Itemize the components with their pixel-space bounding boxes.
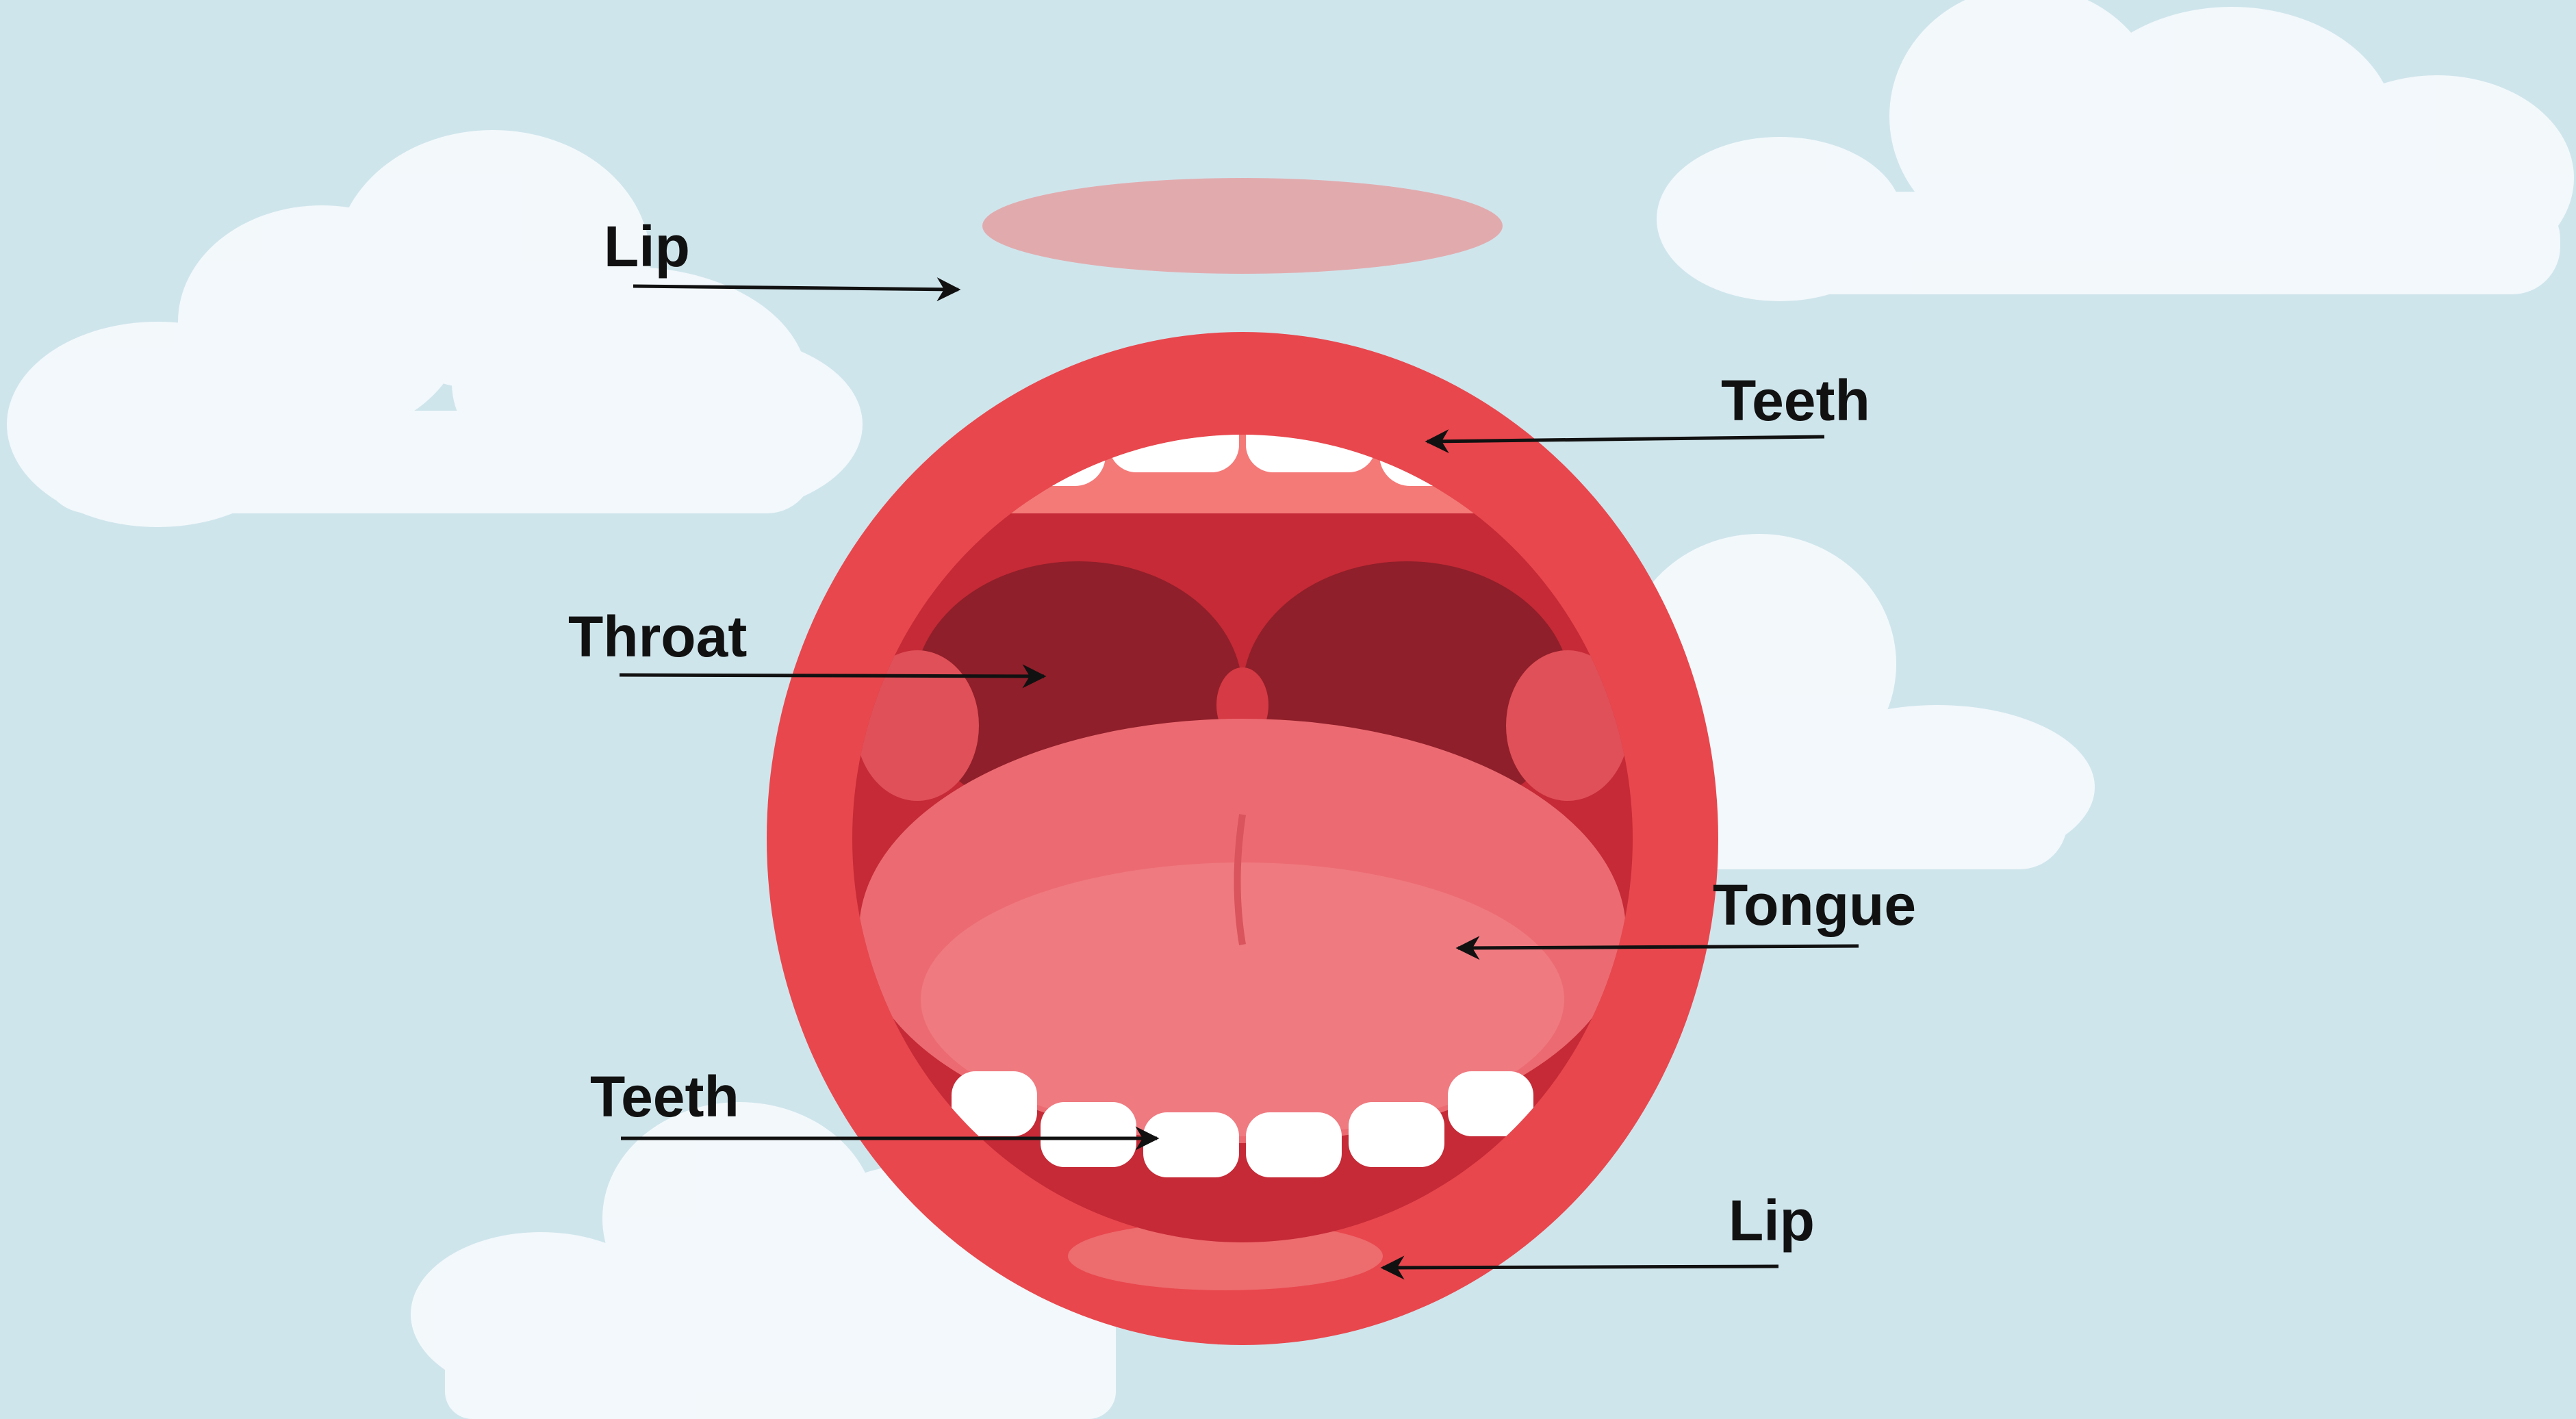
label-tongue: Tongue [1713, 876, 1916, 934]
arrow-tongue [1458, 946, 1859, 948]
label-throat: Throat [568, 608, 747, 665]
label-teeth-top: Teeth [1721, 372, 1870, 429]
label-lip-top: Lip [604, 218, 690, 275]
arrow-lip-bottom [1383, 1266, 1778, 1268]
upper-lip-highlight [982, 178, 1503, 274]
arrow-throat [620, 675, 1044, 676]
label-lip-bottom: Lip [1729, 1192, 1815, 1249]
label-teeth-bottom: Teeth [590, 1068, 739, 1125]
